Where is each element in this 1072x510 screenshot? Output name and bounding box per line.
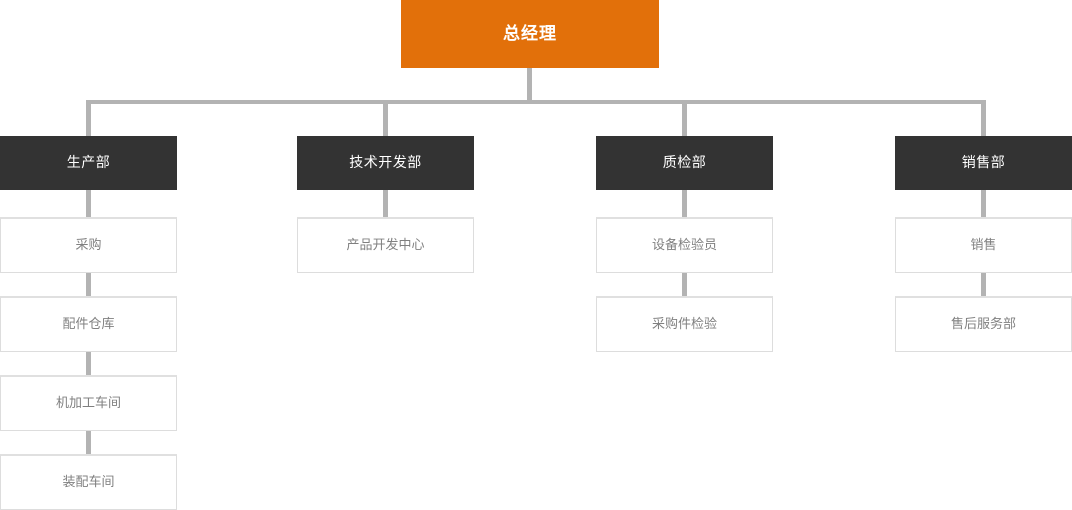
node-leaf-after-sales-service[interactable]: 售后服务部 [895, 296, 1072, 352]
node-label: 生产部 [66, 154, 111, 171]
node-label: 产品开发中心 [346, 237, 425, 253]
node-leaf-parts-warehouse[interactable]: 配件仓库 [0, 296, 177, 352]
connector-child1-to-child2 [86, 273, 91, 296]
node-label: 采购件检验 [651, 316, 717, 332]
node-label: 装配车间 [62, 474, 115, 490]
connector-bus-drop-4 [981, 100, 986, 136]
node-root-general-manager[interactable]: 总经理 [401, 0, 659, 68]
connector-bus-drop-1 [86, 100, 91, 136]
connector-dept2-to-child1 [383, 190, 388, 217]
node-label: 售后服务部 [950, 316, 1016, 332]
connector-dept3-to-child1 [682, 190, 687, 217]
connector-dept4-to-child1 [981, 190, 986, 217]
connector-child2-to-child3 [86, 352, 91, 375]
node-label: 采购 [75, 237, 102, 253]
connector-horizontal-bus [86, 100, 985, 104]
node-leaf-sales[interactable]: 销售 [895, 217, 1072, 273]
node-label: 技术开发部 [349, 154, 422, 171]
connector-dept4-child1-to-child2 [981, 273, 986, 296]
node-department-sales[interactable]: 销售部 [895, 136, 1072, 190]
node-department-quality-inspection[interactable]: 质检部 [596, 136, 773, 190]
connector-bus-drop-3 [682, 100, 687, 136]
connector-dept1-to-child1 [86, 190, 91, 217]
node-leaf-equipment-inspector[interactable]: 设备检验员 [596, 217, 773, 273]
node-leaf-purchased-parts-inspection[interactable]: 采购件检验 [596, 296, 773, 352]
connector-root-stem [527, 68, 532, 104]
node-label: 配件仓库 [62, 316, 115, 332]
node-leaf-product-development-center[interactable]: 产品开发中心 [297, 217, 474, 273]
node-department-production[interactable]: 生产部 [0, 136, 177, 190]
connector-child3-to-child4 [86, 431, 91, 454]
node-label: 销售部 [961, 154, 1006, 171]
node-label: 质检部 [662, 154, 707, 171]
node-leaf-purchasing[interactable]: 采购 [0, 217, 177, 273]
node-label: 总经理 [503, 23, 557, 44]
connector-bus-drop-2 [383, 100, 388, 136]
node-label: 设备检验员 [651, 237, 717, 253]
node-leaf-assembly-workshop[interactable]: 装配车间 [0, 454, 177, 510]
node-label: 机加工车间 [55, 395, 121, 411]
node-leaf-machining-workshop[interactable]: 机加工车间 [0, 375, 177, 431]
node-department-technology-development[interactable]: 技术开发部 [297, 136, 474, 190]
node-label: 销售 [970, 237, 997, 253]
connector-dept3-child1-to-child2 [682, 273, 687, 296]
